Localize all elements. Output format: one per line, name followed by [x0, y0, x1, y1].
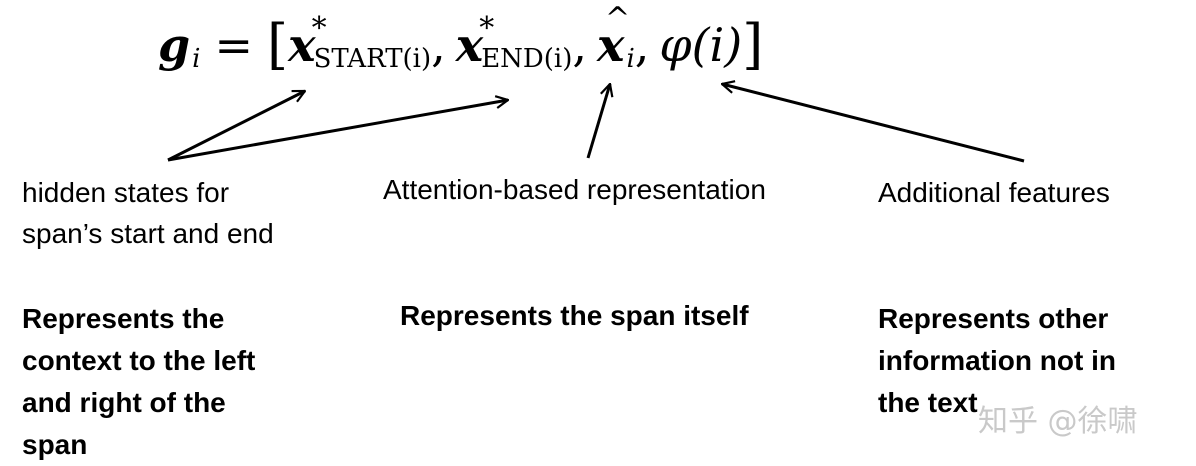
description-left-line-1: Represents the	[22, 303, 225, 334]
label-hidden-states-line-2: span’s start and end	[22, 218, 274, 249]
formula-term-start: x * START(i)	[288, 11, 432, 74]
formula-comma-2: ,	[572, 18, 588, 72]
description-right-line-1: Represents other	[878, 303, 1109, 334]
watermark: 知乎 @徐啸	[978, 404, 1138, 439]
description-left: Represents the context to the left and r…	[22, 298, 255, 466]
description-left-line-3: and right of the	[22, 387, 226, 418]
formula-x-hat: x	[597, 4, 631, 68]
formula-start-subscript: START(i)	[313, 44, 432, 74]
description-left-line-2: context to the left	[22, 345, 256, 376]
description-right-line-2: information not in	[878, 345, 1116, 376]
description-middle: Represents the span itself	[400, 300, 749, 331]
arrow-to-features	[722, 84, 1025, 163]
formula-comma-3: ,	[634, 18, 650, 72]
formula-close-bracket: ]	[742, 13, 764, 76]
formula-x-end: x	[455, 18, 484, 72]
formula-phi: φ(i)	[659, 18, 743, 72]
description-left-line-4: span	[22, 429, 88, 460]
formula-comma-1: ,	[431, 18, 446, 72]
formula-term-hat: x i	[597, 4, 635, 72]
formula-open-bracket: [	[267, 13, 289, 76]
formula-end-subscript: END(i)	[481, 44, 573, 74]
arrow-to-attention	[586, 84, 610, 159]
label-hidden-states: hidden states for span’s start and end	[22, 172, 274, 254]
formula-term-end: x * END(i)	[455, 11, 573, 74]
label-attention: Attention-based representation	[383, 174, 766, 205]
description-right: Represents other information not in the …	[878, 298, 1116, 424]
span-representation-formula: g i = [ x * START(i) , x * END(i) , x i …	[158, 4, 763, 92]
formula-x-start: x	[288, 18, 316, 72]
formula-g: g	[158, 18, 191, 72]
label-hidden-states-line-1: hidden states for	[22, 177, 230, 208]
description-right-line-3: the text	[878, 387, 978, 418]
arrow-to-start-state	[167, 89, 305, 162]
arrow-to-end-state	[167, 100, 508, 162]
formula-x-hat-subscript: i	[626, 44, 635, 74]
formula-lhs: g i	[158, 18, 201, 72]
formula-g-subscript: i	[192, 44, 201, 74]
formula-equals: =	[214, 18, 254, 72]
label-additional-features: Additional features	[878, 177, 1110, 208]
